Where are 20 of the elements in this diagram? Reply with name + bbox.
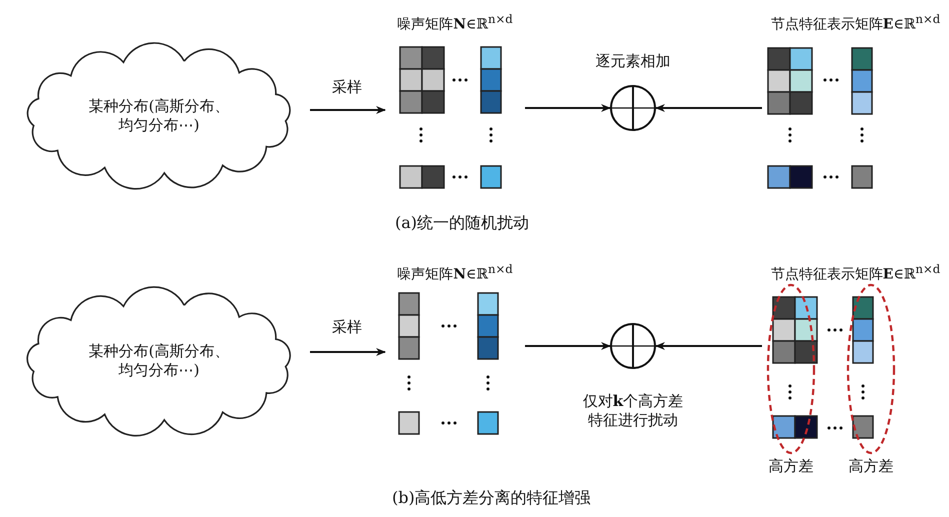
arrow xyxy=(310,348,386,356)
matrix-heading: 节点特征表示矩阵E∈ℝ$^{n×d}$ xyxy=(770,261,942,285)
matrix-heading: 节点特征表示矩阵E∈ℝ$^{n×d}$ xyxy=(770,11,942,35)
ellipse-label: 高方差 xyxy=(848,457,894,476)
arrow xyxy=(655,104,762,112)
cloud-text: 某种分布(高斯分布、均匀分布⋯) xyxy=(88,342,230,380)
figure-caption: (a)统一的随机扰动 xyxy=(395,213,530,232)
arrow xyxy=(655,342,762,350)
figure-caption: (b)高低方差分离的特征增强 xyxy=(392,488,591,507)
arrow xyxy=(310,106,386,114)
cloud-text: 某种分布(高斯分布、均匀分布⋯) xyxy=(88,96,230,134)
edge-label: 采样 xyxy=(332,78,362,97)
annotation-text: 仅对k个高方差特征进行扰动 xyxy=(582,392,684,430)
edge-label: 采样 xyxy=(332,318,362,337)
ellipse-label: 高方差 xyxy=(768,457,814,476)
arrow xyxy=(525,104,611,112)
annotation-text: 逐元素相加 xyxy=(594,52,672,71)
arrow xyxy=(525,342,611,350)
matrix-heading: 噪声矩阵N∈ℝ$^{n×d}$ xyxy=(396,11,514,35)
matrix-heading: 噪声矩阵N∈ℝ$^{n×d}$ xyxy=(396,261,514,285)
